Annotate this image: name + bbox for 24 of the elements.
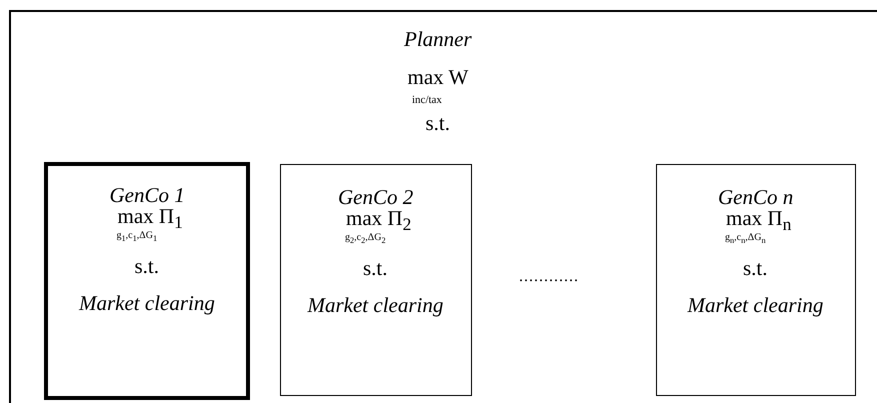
objective-formula: max Π$_{2}$ xyxy=(346,206,412,234)
constraint-label: s.t. xyxy=(743,256,768,280)
genco-title: GenCo n xyxy=(718,186,794,209)
problem-box xyxy=(44,162,250,400)
objective-subscript: inc/tax xyxy=(412,94,442,106)
planner-title: Planner xyxy=(404,28,472,52)
constraint-text: Market clearing xyxy=(688,294,824,317)
constraint-label: s.t. xyxy=(426,112,450,136)
objective-formula: max Π$_{1}$ xyxy=(118,205,183,232)
objective-formula: max W xyxy=(408,66,468,90)
problem-box xyxy=(656,164,856,396)
objective-subscript: g$_{2}$,c$_{2}$,ΔG$_{2}$ xyxy=(345,232,386,245)
constraint-label: s.t. xyxy=(134,255,160,278)
genco-title: GenCo 2 xyxy=(338,186,414,209)
outer-box xyxy=(9,10,877,403)
constraint-label: s.t. xyxy=(363,256,388,280)
ellipsis-dots: ............ xyxy=(519,268,579,286)
genco-title: GenCo 1 xyxy=(110,184,185,208)
problem-box xyxy=(280,164,472,396)
objective-subscript: g$_{1}$,c$_{1}$,ΔG$_{1}$ xyxy=(116,230,158,244)
objective-subscript: g$_{n}$,c$_{n}$,ΔG$_{n}$ xyxy=(725,232,766,245)
constraint-text: Market clearing xyxy=(79,292,215,316)
constraint-text: Market clearing xyxy=(308,294,444,317)
objective-formula: max Π$_{n}$ xyxy=(726,206,792,234)
